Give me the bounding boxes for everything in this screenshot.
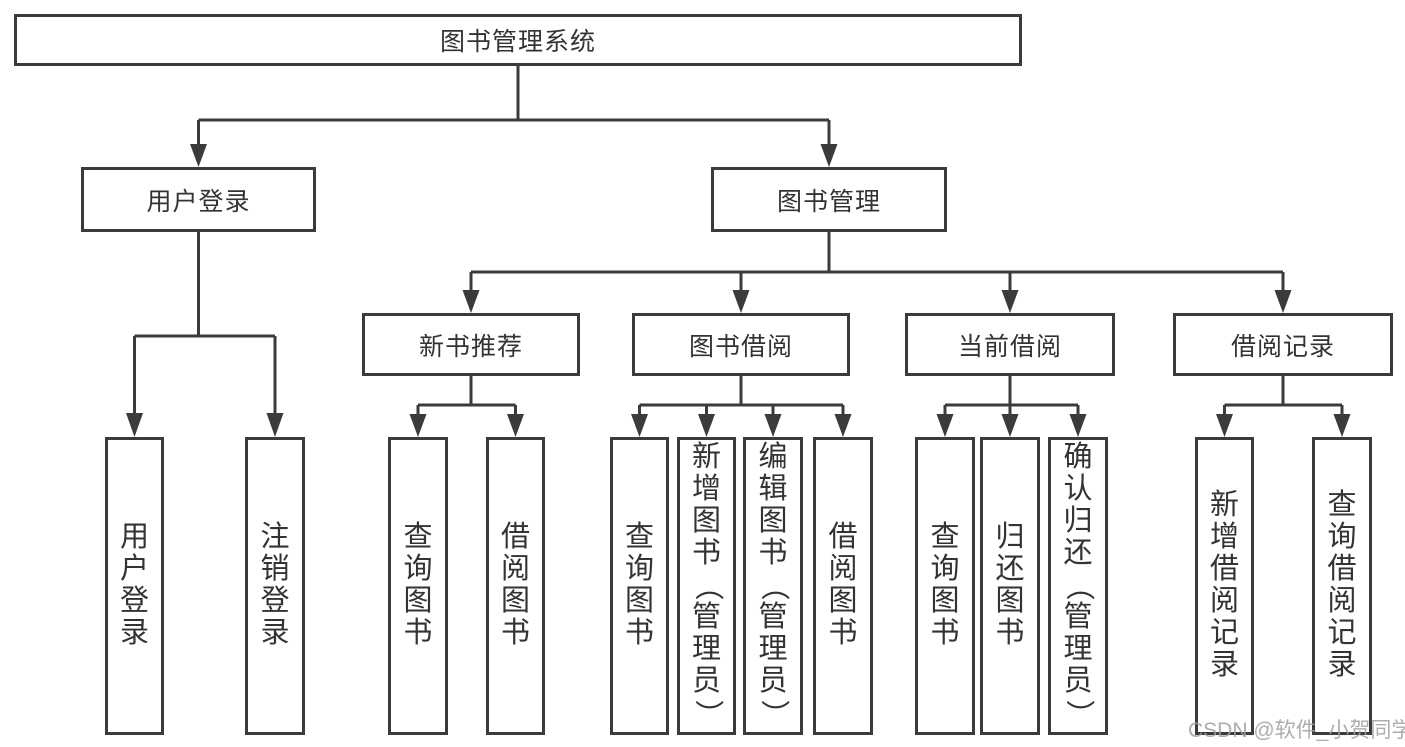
arrowhead [631, 414, 648, 437]
node-leaf-borrow-book-1-label: 借阅图书 [500, 521, 530, 649]
node-leaf-logout: 注销登录 [245, 437, 305, 735]
arrowhead [936, 414, 954, 437]
node-new-book-rec-label: 新书推荐 [418, 332, 523, 361]
connector-book-mgmt [469, 232, 1285, 291]
node-leaf-return-book-label: 归还图书 [995, 521, 1025, 649]
node-leaf-add-record-label: 新增借阅记录 [1209, 489, 1239, 681]
arrowhead [1333, 414, 1351, 437]
arrowhead [732, 290, 750, 313]
arrowhead [1069, 414, 1087, 437]
node-book-mgmt-label: 图书管理 [776, 187, 881, 216]
arrowhead [126, 413, 143, 437]
node-leaf-confirm-return-label: 确认归还（管理员） [1062, 441, 1095, 729]
node-borrow-records-label: 借阅记录 [1230, 332, 1335, 361]
arrowhead [820, 144, 838, 167]
connector-borrow-records [1223, 376, 1344, 416]
node-leaf-edit-book-label: 编辑图书（管理员） [757, 441, 790, 729]
node-leaf-query-book-1-label: 查询图书 [403, 521, 433, 649]
node-book-mgmt: 图书管理 [711, 167, 947, 232]
node-leaf-edit-book: 编辑图书（管理员） [743, 437, 803, 735]
node-leaf-add-book: 新增图书（管理员） [677, 437, 736, 735]
arrowhead [764, 414, 782, 437]
node-book-borrow: 图书借阅 [632, 313, 850, 376]
arrowhead [1001, 414, 1019, 437]
csdn-watermark: CSDN @软件_小贺同学 [1188, 719, 1405, 742]
node-book-borrow-label: 图书借阅 [688, 332, 793, 361]
connector-root [197, 66, 831, 146]
node-leaf-query-book-3: 查询图书 [915, 437, 975, 735]
node-current-borrow-label: 当前借阅 [957, 332, 1062, 361]
connector-current-borrow [943, 376, 1080, 416]
connector-book-borrow [638, 376, 845, 416]
node-leaf-query-record-label: 查询借阅记录 [1327, 489, 1357, 681]
arrowhead [190, 144, 207, 167]
node-leaf-query-record: 查询借阅记录 [1312, 437, 1372, 735]
node-new-book-rec: 新书推荐 [362, 313, 580, 376]
node-leaf-user-login-label: 用户登录 [119, 521, 149, 649]
node-root-label: 图书管理系统 [439, 28, 596, 56]
arrowhead [507, 414, 524, 437]
node-leaf-borrow-book-1: 借阅图书 [486, 437, 545, 735]
arrowhead [1001, 290, 1019, 313]
node-leaf-query-book-2-label: 查询图书 [624, 521, 654, 649]
node-leaf-borrow-book-2: 借阅图书 [813, 437, 873, 735]
arrowheads [126, 144, 1351, 437]
node-leaf-user-login: 用户登录 [105, 437, 164, 735]
node-leaf-query-book-3-label: 查询图书 [930, 521, 960, 649]
node-leaf-confirm-return: 确认归还（管理员） [1048, 437, 1108, 735]
node-current-borrow: 当前借阅 [905, 313, 1115, 376]
arrowhead [1216, 414, 1233, 437]
node-leaf-return-book: 归还图书 [980, 437, 1040, 735]
node-leaf-add-record: 新增借阅记录 [1195, 437, 1254, 735]
connector-user-login [133, 232, 277, 415]
arrowhead [834, 414, 852, 437]
arrowhead [698, 414, 715, 437]
node-root: 图书管理系统 [14, 14, 1022, 66]
node-leaf-logout-label: 注销登录 [260, 521, 290, 649]
node-leaf-query-book-1: 查询图书 [388, 437, 448, 735]
node-user-login-label: 用户登录 [146, 187, 251, 216]
arrowhead [462, 290, 480, 313]
arrowhead [409, 414, 427, 437]
arrowhead [1274, 290, 1292, 313]
connector-new-book-rec [416, 376, 517, 416]
node-borrow-records: 借阅记录 [1173, 313, 1393, 376]
node-leaf-borrow-book-2-label: 借阅图书 [828, 521, 858, 649]
node-leaf-query-book-2: 查询图书 [610, 437, 669, 735]
node-leaf-add-book-label: 新增图书（管理员） [691, 441, 724, 729]
node-user-login: 用户登录 [81, 167, 316, 232]
arrowhead [266, 413, 284, 437]
